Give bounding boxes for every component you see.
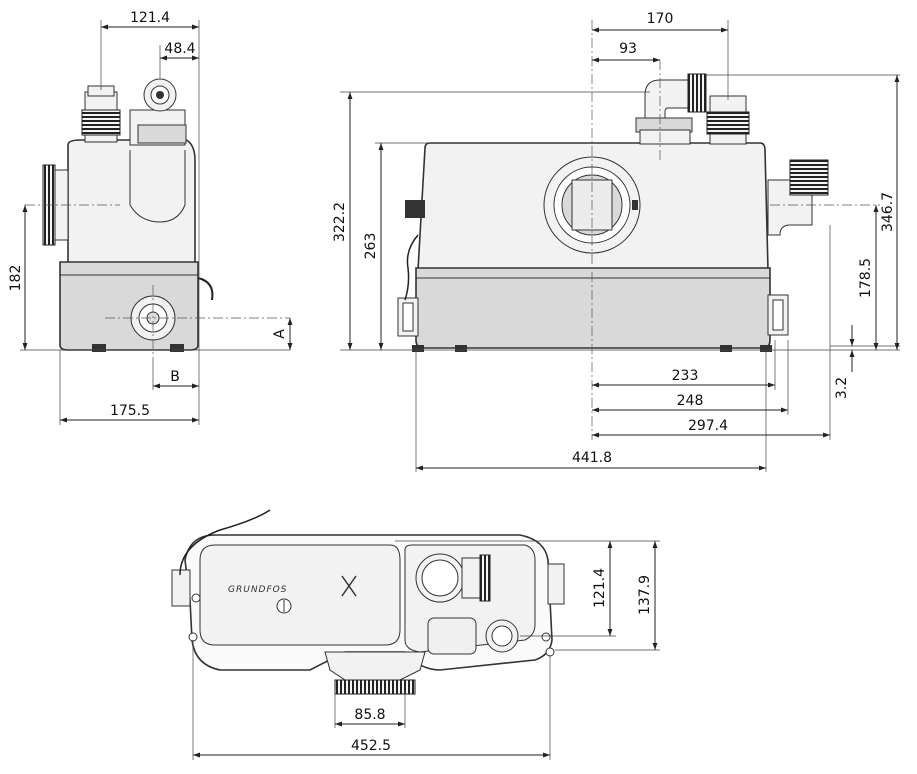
dim-85-8: 85.8	[354, 707, 385, 723]
dim-452-5: 452.5	[351, 738, 391, 754]
dim-178-5: 178.5	[858, 258, 874, 298]
dim-182: 182	[8, 265, 24, 292]
dim-93: 93	[619, 41, 637, 57]
dim-170: 170	[647, 11, 674, 27]
top-view-motor-body	[199, 544, 401, 646]
dim-137-9: 137.9	[637, 575, 653, 615]
dim-322-2: 322.2	[332, 202, 348, 242]
dim-346-7: 346.7	[880, 192, 896, 232]
dim-121-4-side: 121.4	[130, 10, 170, 26]
front-view-base	[415, 267, 771, 349]
dim-175-5: 175.5	[110, 403, 150, 419]
side-view: 121.4 48.4 182 A B 175.5	[8, 10, 293, 425]
top-view-brand-logo: GRUNDFOS	[228, 585, 287, 595]
top-view-bottom-inlet	[324, 651, 426, 681]
front-view: 170 93 322.2 263 346.7 178.5 3.2 233 248…	[332, 11, 900, 472]
top-view: GRUNDFOS 12	[171, 509, 660, 760]
front-view-elbow-outlet	[644, 79, 691, 121]
side-view-housing	[67, 134, 196, 266]
dim-label-b: B	[170, 369, 180, 385]
dim-label-a: A	[272, 329, 288, 339]
dim-3-2: 3.2	[834, 377, 850, 399]
dim-248: 248	[677, 393, 704, 409]
dim-263: 263	[363, 233, 379, 260]
dim-48-4: 48.4	[164, 41, 195, 57]
dim-233: 233	[672, 368, 699, 384]
dim-441-8: 441.8	[572, 450, 612, 466]
dim-297-4: 297.4	[688, 418, 728, 434]
dim-121-4-top: 121.4	[592, 568, 608, 608]
